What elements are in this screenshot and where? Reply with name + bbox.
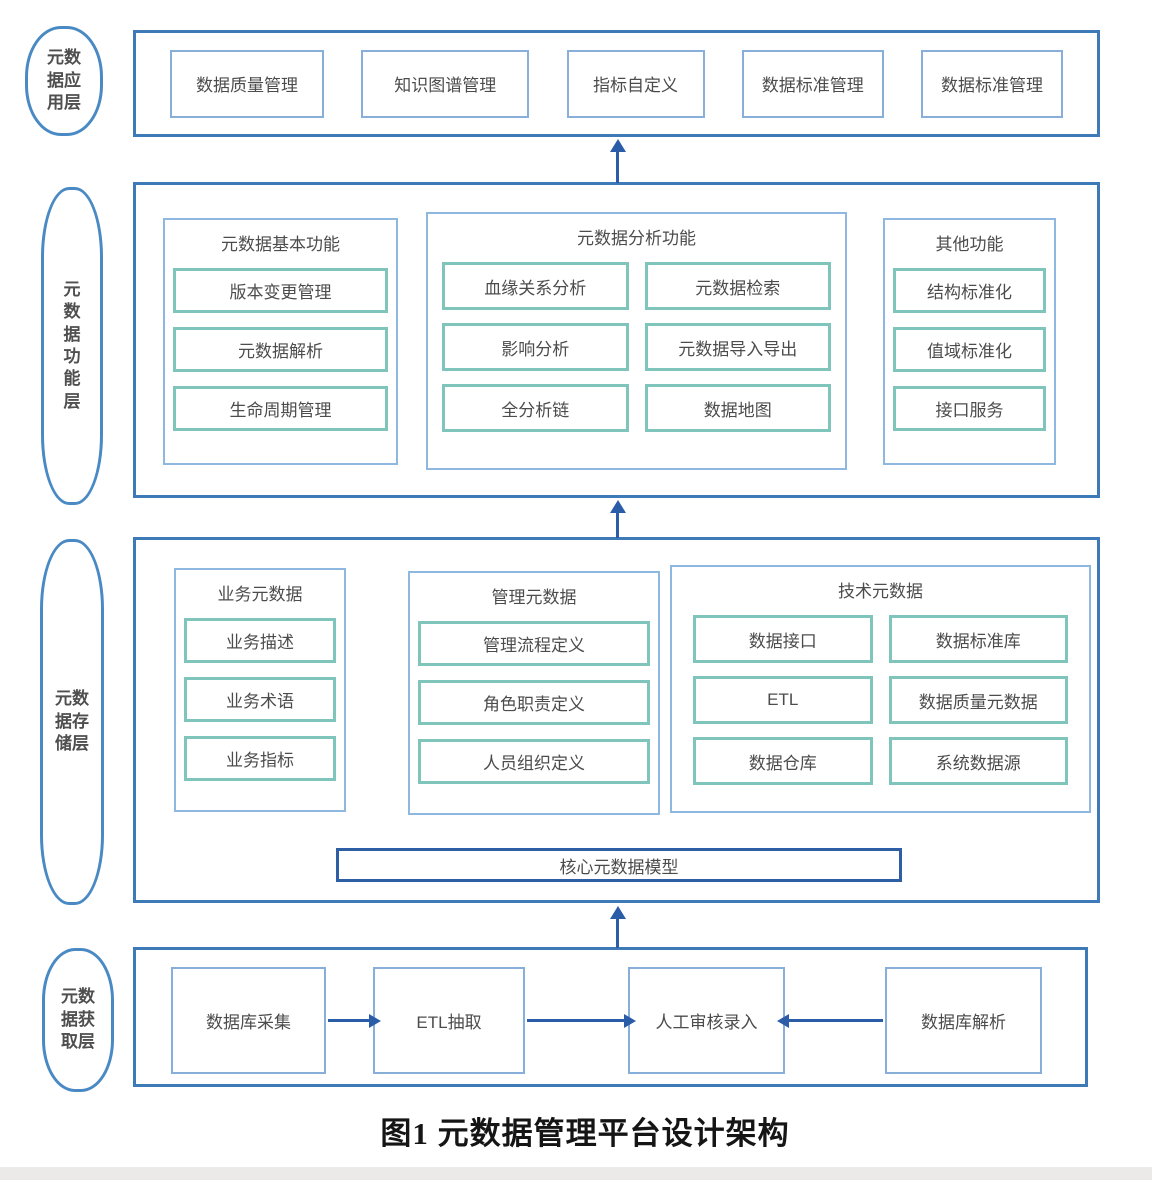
item-import-export: 元数据导入导出 [644, 323, 831, 371]
item-business-indicators: 业务指标 [184, 736, 336, 781]
arrow-left-icon [788, 1019, 883, 1022]
group-title: 其他功能 [935, 235, 1004, 254]
item-lineage-analysis: 血缘关系分析 [442, 262, 629, 310]
function-layer-frame: 元数据基本功能 版本变更管理 元数据解析 生命周期管理 元数据分析功能 血缘关系… [133, 182, 1100, 498]
arrow-up-icon [616, 918, 619, 948]
group-title: 业务元数据 [217, 585, 303, 604]
flow-box-etl-extract: ETL抽取 [373, 967, 525, 1074]
group-other-functions: 其他功能 结构标准化 值域标准化 接口服务 [883, 218, 1056, 465]
arrow-up-icon [616, 151, 619, 183]
group-technical-metadata: 技术元数据 数据接口 数据标准库 ETL 数据质量元数据 数据仓库 系统数据源 [670, 565, 1091, 813]
item-value-domain-standardize: 值域标准化 [893, 327, 1046, 372]
oval-function-layer: 元 数 据 功 能 层 [41, 187, 103, 505]
arrow-right-icon [527, 1019, 625, 1022]
item-lifecycle: 生命周期管理 [173, 386, 388, 431]
core-metadata-model-box: 核心元数据模型 [336, 848, 902, 882]
item-data-quality-metadata: 数据质量元数据 [888, 676, 1068, 724]
group-business-metadata: 业务元数据 业务描述 业务术语 业务指标 [174, 568, 346, 812]
storage-layer-frame: 业务元数据 业务描述 业务术语 业务指标 管理元数据 管理流程定义 角色职责定义… [133, 537, 1100, 903]
app-box-data-quality: 数据质量管理 [170, 49, 324, 118]
footer-strip [0, 1167, 1152, 1180]
item-system-data-source: 系统数据源 [888, 737, 1068, 785]
app-box-data-standard-1: 数据标准管理 [741, 49, 884, 118]
item-data-warehouse: 数据仓库 [693, 737, 873, 785]
item-data-interface: 数据接口 [693, 615, 873, 663]
group-management-metadata: 管理元数据 管理流程定义 角色职责定义 人员组织定义 [408, 571, 660, 815]
app-box-data-standard-2: 数据标准管理 [921, 49, 1063, 118]
flow-box-db-collect: 数据库采集 [171, 967, 326, 1074]
group-title: 技术元数据 [838, 582, 923, 601]
group-basic-functions: 元数据基本功能 版本变更管理 元数据解析 生命周期管理 [163, 218, 398, 465]
item-interface-service: 接口服务 [893, 386, 1046, 431]
item-data-standard-library: 数据标准库 [888, 615, 1068, 663]
item-metadata-search: 元数据检索 [644, 262, 831, 310]
figure-caption: 图1 元数据管理平台设计架构 [380, 1116, 790, 1151]
item-org-definition: 人员组织定义 [418, 739, 650, 784]
group-title: 元数据分析功能 [577, 229, 696, 248]
app-box-indicator-custom: 指标自定义 [566, 49, 705, 118]
acquisition-layer-frame: 数据库采集 ETL抽取 人工审核录入 数据库解析 [133, 947, 1088, 1087]
item-business-terms: 业务术语 [184, 677, 336, 722]
app-box-knowledge-graph: 知识图谱管理 [361, 49, 530, 118]
item-role-definition: 角色职责定义 [418, 680, 650, 725]
group-title: 元数据基本功能 [221, 235, 340, 254]
arrow-up-icon [616, 512, 619, 538]
item-etl: ETL [693, 676, 873, 724]
oval-storage-layer: 元数 据存 储层 [40, 539, 104, 905]
item-data-map: 数据地图 [644, 384, 831, 432]
item-version-change: 版本变更管理 [173, 268, 388, 313]
item-metadata-parse: 元数据解析 [173, 327, 388, 372]
application-layer-frame: 数据质量管理 知识图谱管理 指标自定义 数据标准管理 数据标准管理 [133, 30, 1100, 137]
group-title: 管理元数据 [491, 588, 577, 607]
item-full-analysis-chain: 全分析链 [442, 384, 629, 432]
oval-acquisition-layer: 元数 据获 取层 [42, 948, 114, 1092]
item-structure-standardize: 结构标准化 [893, 268, 1046, 313]
oval-application-layer: 元数 据应 用层 [25, 26, 103, 136]
arrow-right-icon [328, 1019, 370, 1022]
item-process-definition: 管理流程定义 [418, 621, 650, 666]
flow-box-manual-review: 人工审核录入 [628, 967, 785, 1074]
item-impact-analysis: 影响分析 [442, 323, 629, 371]
item-business-description: 业务描述 [184, 618, 336, 663]
group-analysis-functions: 元数据分析功能 血缘关系分析 元数据检索 影响分析 元数据导入导出 全分析链 数… [426, 212, 847, 470]
flow-box-db-parse: 数据库解析 [885, 967, 1042, 1074]
